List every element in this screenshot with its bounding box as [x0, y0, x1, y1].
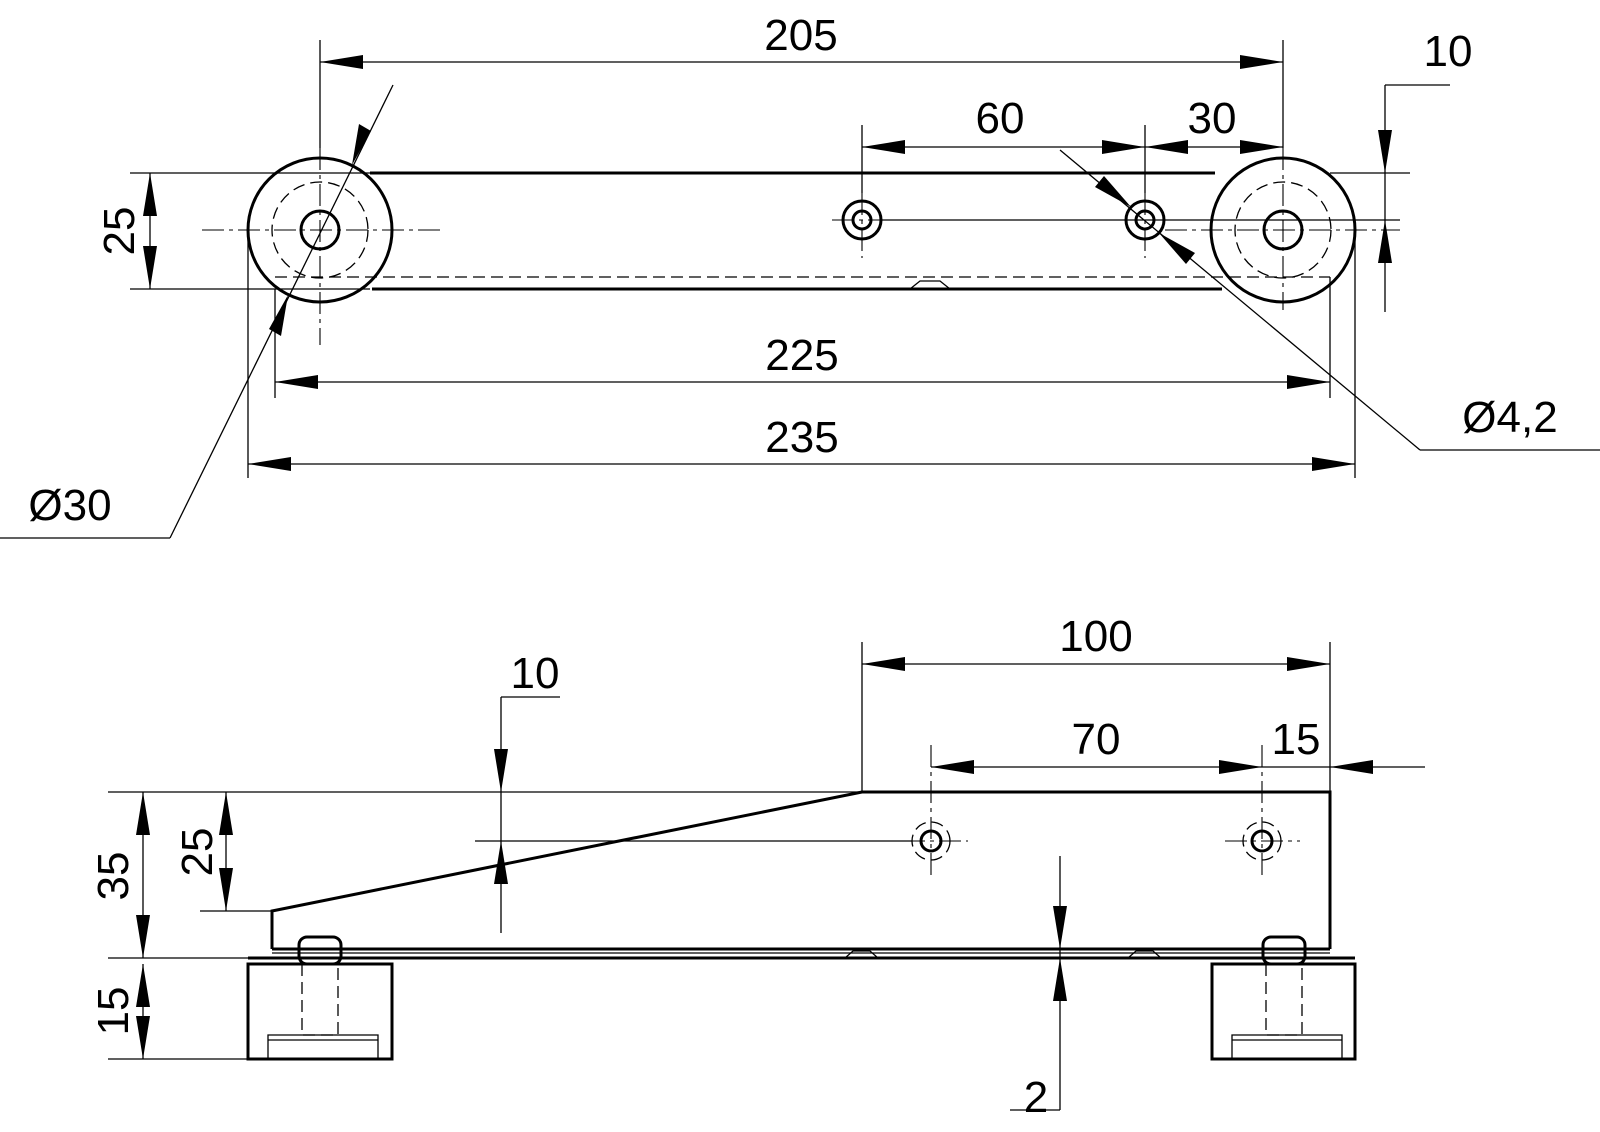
side-left-foot-bolt-hidden	[301, 964, 339, 1036]
side-body-outline	[270, 790, 1332, 949]
dim-60-arrow-right	[1102, 140, 1145, 154]
dim-100: 100	[861, 612, 1331, 792]
side-notch-1	[844, 950, 879, 959]
dim-225-arrow-right	[1287, 375, 1330, 389]
dim-10-side-arrow-bottom	[494, 841, 508, 884]
dim-25-arrow-bottom	[143, 246, 157, 289]
dim-10-arrow-top	[1378, 130, 1392, 173]
side-left-foot-bolt-head	[297, 935, 343, 966]
dim-15-foot-arrow-bottom	[136, 1016, 150, 1059]
dim-10-arrow-bottom	[1378, 220, 1392, 263]
side-right-foot-recess	[1231, 1034, 1343, 1059]
dim-dia-30-label: Ø30	[28, 481, 111, 530]
dim-60-arrow-left	[862, 140, 905, 154]
side-right-foot-body	[1210, 962, 1357, 1061]
dim-15-arrow	[1330, 760, 1373, 774]
dim-235-arrow-right	[1312, 457, 1355, 471]
dim-35-label: 35	[89, 852, 138, 901]
dim-205-arrow-left	[320, 55, 363, 69]
side-view: 100 70 15 10 35	[89, 612, 1425, 1122]
dim-25-side-label: 25	[173, 828, 222, 877]
dim-30-arrow-left	[1145, 140, 1188, 154]
dim-15-foot-arrow-top	[136, 964, 150, 1007]
dim-dia-30-arrow-top	[352, 124, 371, 165]
side-right-foot-bolt-head	[1261, 935, 1307, 966]
dim-15-foot-label: 15	[89, 987, 138, 1036]
dim-70-arrow-right	[1219, 760, 1262, 774]
top-hole-1	[832, 193, 892, 258]
dim-235-label: 235	[765, 413, 838, 462]
dim-25-side: 25	[173, 792, 233, 911]
dim-205-arrow-right	[1240, 55, 1283, 69]
dim-225: 225	[274, 277, 1331, 398]
dim-dia-30: Ø30	[0, 84, 394, 539]
side-right-foot-bolt-hidden	[1265, 964, 1303, 1036]
dim-235: 235	[247, 230, 1356, 478]
side-left-foot-recess	[267, 1034, 379, 1059]
dim-2: 2	[1010, 856, 1067, 1122]
dim-2-label: 2	[1024, 1073, 1048, 1122]
bar-notch	[909, 280, 951, 290]
dim-10-side-arrow-top	[494, 749, 508, 792]
dim-15-foot: 15	[89, 964, 150, 1059]
dim-60-label: 60	[976, 94, 1025, 143]
dim-205-label: 205	[764, 11, 837, 60]
dim-35-arrow-top	[136, 792, 150, 835]
side-left-foot-body	[246, 962, 394, 1061]
dim-dia-4-2: Ø4,2	[1059, 149, 1600, 451]
dim-10-side-label: 10	[511, 649, 560, 698]
left-foot	[202, 148, 440, 345]
dim-225-label: 225	[765, 331, 838, 380]
dim-25-side-arrow-top	[219, 792, 233, 835]
side-hole-2	[1225, 745, 1300, 880]
dim-dia-4-2-label: Ø4,2	[1462, 393, 1557, 442]
dim-70-arrow-left	[931, 760, 974, 774]
dim-35: 35	[89, 792, 150, 958]
top-hole-2	[1124, 193, 1166, 258]
dim-2-arrow-top	[1053, 906, 1067, 949]
dim-100-label: 100	[1059, 612, 1132, 661]
dim-205: 205	[319, 11, 1284, 148]
dim-10-label: 10	[1424, 27, 1473, 76]
dim-2-arrow-bottom	[1053, 958, 1067, 1001]
dim-25-label: 25	[95, 207, 144, 256]
dim-15-label: 15	[1272, 715, 1321, 764]
dim-35-arrow-bottom	[136, 915, 150, 958]
top-view: 205 60 30 10	[0, 11, 1600, 539]
dim-30-label: 30	[1188, 94, 1237, 143]
dim-25-arrow-top	[143, 173, 157, 216]
dim-25-top: 25	[95, 172, 370, 290]
dim-225-arrow-left	[275, 375, 318, 389]
side-notch-2	[1127, 950, 1162, 959]
dim-70-15: 70 15	[931, 715, 1425, 774]
dim-235-arrow-left	[248, 457, 291, 471]
dim-100-arrow-right	[1287, 657, 1330, 671]
dim-dia-4-2-arrow-top	[1095, 176, 1131, 207]
dim-25-side-arrow-bottom	[219, 868, 233, 911]
dim-10-top: 10	[1330, 27, 1472, 312]
side-right-foot	[1210, 935, 1357, 1061]
dim-dia-4-2-arrow-bottom	[1159, 233, 1195, 264]
dim-dia-30-arrow-bottom	[269, 295, 288, 336]
side-left-foot	[246, 935, 394, 1061]
dim-100-arrow-left	[862, 657, 905, 671]
dim-30-arrow-right	[1240, 140, 1283, 154]
dim-60-30: 60 30	[861, 94, 1283, 193]
dim-10-side: 10	[494, 649, 560, 933]
dim-70-label: 70	[1072, 715, 1121, 764]
